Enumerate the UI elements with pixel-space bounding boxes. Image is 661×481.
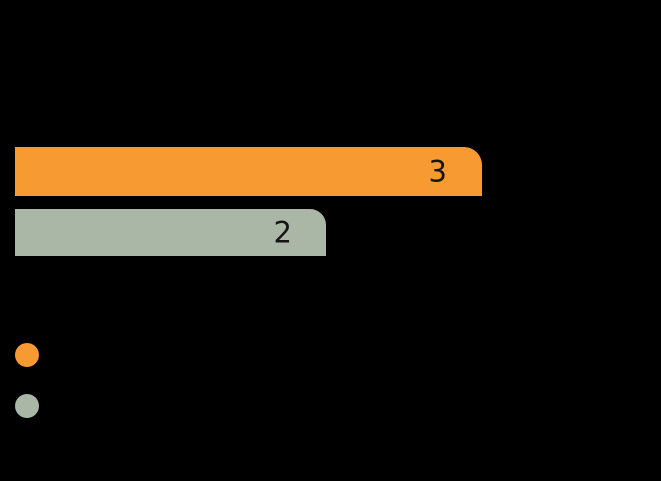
chart-legend — [0, 336, 661, 446]
legend-circle-icon — [15, 394, 39, 418]
legend-circle-icon — [15, 343, 39, 367]
bar-series-0[interactable] — [15, 147, 482, 196]
bar-value-label: 2 — [273, 215, 292, 249]
legend-item[interactable] — [15, 393, 51, 419]
plot-area: 3 2 — [0, 147, 661, 256]
bar-row: 2 — [0, 209, 661, 256]
bar-value-label: 3 — [428, 154, 447, 188]
bar-series-1[interactable] — [15, 209, 327, 256]
legend-item[interactable] — [15, 342, 51, 368]
bar-row: 3 — [0, 147, 661, 196]
